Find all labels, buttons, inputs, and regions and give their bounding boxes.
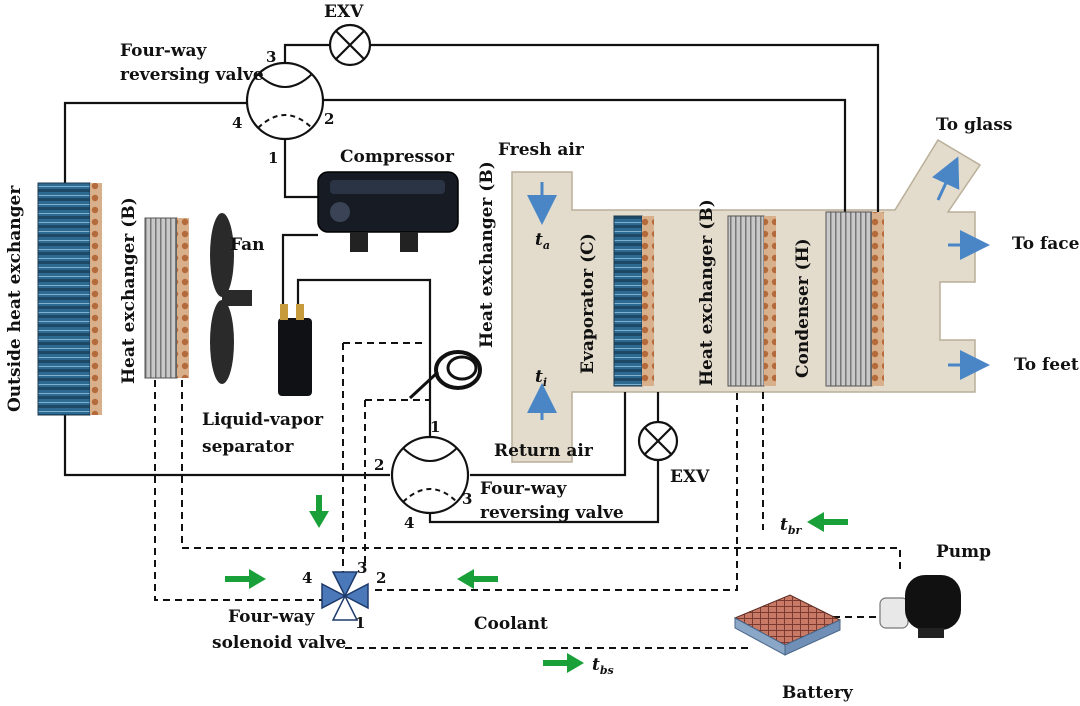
hx-b-vertical-label: Heat exchanger (B)	[477, 161, 497, 348]
outside-hx-label: Outside heat exchanger	[5, 185, 25, 412]
battery-icon	[733, 594, 842, 656]
four-way-bottom-label-2: reversing valve	[480, 503, 624, 523]
evaporator-c	[613, 215, 654, 387]
liquid-vapor-label-1: Liquid-vapor	[202, 410, 324, 430]
heat-exchanger-b-left	[144, 217, 189, 379]
bottom-valve-port-4: 4	[404, 514, 414, 532]
exv-bottom-label: EXV	[670, 467, 710, 487]
return-air-label: Return air	[494, 441, 594, 461]
coiled-tube	[408, 350, 482, 400]
outside-heat-exchanger	[37, 182, 102, 416]
hx-b-duct-label: Heat exchanger (B)	[697, 199, 717, 386]
bottom-valve-port-2: 2	[374, 456, 384, 474]
top-valve-port-3: 3	[266, 48, 276, 66]
compressor-label: Compressor	[340, 147, 455, 167]
top-valve-port-2: 2	[324, 110, 334, 128]
pump-icon	[879, 575, 961, 638]
exv-bottom	[637, 420, 679, 462]
coolant-pipes	[154, 342, 901, 649]
coolant-label: Coolant	[474, 614, 548, 634]
solenoid-label-1: Four-way	[228, 607, 316, 627]
four-way-solenoid-valve	[321, 571, 369, 621]
battery-label: Battery	[782, 683, 854, 703]
t-a-label: ta	[535, 230, 550, 252]
liquid-vapor-separator	[278, 304, 312, 396]
t-bs-label: tbs	[592, 655, 614, 677]
four-way-valve-top	[245, 61, 325, 141]
top-valve-port-1: 1	[268, 149, 278, 167]
to-glass-label: To glass	[936, 115, 1012, 135]
four-way-top-label-2: reversing valve	[120, 65, 264, 85]
evaporator-label: Evaporator (C)	[578, 233, 598, 374]
four-way-bottom-label-1: Four-way	[480, 479, 568, 499]
to-face-label: To face	[1012, 234, 1080, 254]
fresh-air-label: Fresh air	[498, 140, 585, 160]
hx-b-left-label: Heat exchanger (B)	[119, 197, 139, 384]
pump-label: Pump	[936, 542, 991, 562]
t-br-label: tbr	[780, 515, 803, 537]
coolant-arrow-icon	[225, 495, 848, 673]
refrigerant-pipes	[63, 43, 880, 524]
heat-exchanger-b-duct	[727, 215, 776, 387]
solenoid-label-2: solenoid valve	[212, 633, 346, 653]
fan-icon	[210, 213, 252, 384]
exv-top	[328, 23, 372, 67]
solenoid-port-2: 2	[376, 569, 386, 587]
t-i-label: ti	[535, 367, 547, 389]
bottom-valve-port-1: 1	[430, 418, 440, 436]
air-arrow-icon	[527, 156, 990, 420]
solenoid-port-3: 3	[357, 559, 367, 577]
four-way-valve-bottom	[390, 435, 470, 515]
top-valve-port-4: 4	[232, 114, 242, 132]
four-way-top-label-1: Four-way	[120, 41, 208, 61]
solenoid-port-4: 4	[302, 569, 312, 587]
liquid-vapor-label-2: separator	[202, 437, 294, 457]
fan-label: Fan	[230, 235, 265, 255]
condenser-h	[825, 211, 884, 387]
bottom-valve-port-3: 3	[462, 490, 472, 508]
condenser-label: Condenser (H)	[793, 238, 813, 378]
to-feet-label: To feet	[1014, 355, 1079, 375]
solenoid-port-1: 1	[355, 614, 365, 632]
exv-top-label: EXV	[324, 2, 364, 22]
compressor-icon	[317, 171, 459, 252]
